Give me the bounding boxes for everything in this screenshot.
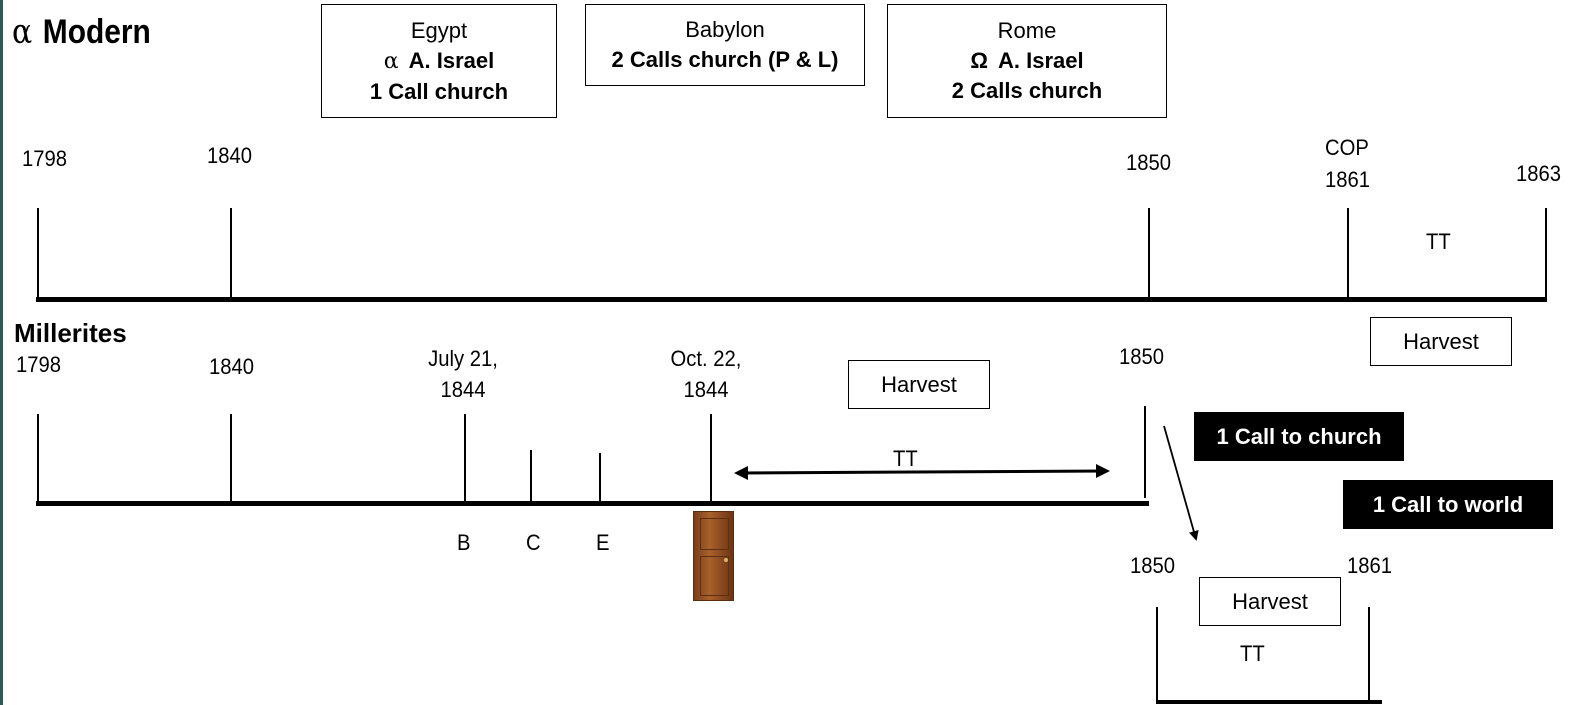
mill-label-1840: 1840	[209, 354, 255, 379]
diagonal-arrow	[1163, 425, 1199, 541]
mill-tick-oct	[710, 414, 712, 506]
babylon-box: Babylon 2 Calls church (P & L)	[585, 4, 865, 86]
call-to-church-box: 1 Call to church	[1194, 412, 1404, 461]
door-knob	[724, 558, 728, 562]
top-timeline-axis	[36, 297, 1547, 302]
tt-arrowhead-right	[1096, 464, 1110, 478]
br-tick-1850	[1156, 607, 1158, 702]
babylon-title: Babylon	[685, 17, 765, 42]
mill-label-1798: 1798	[16, 352, 62, 377]
br-timeline-axis	[1156, 700, 1382, 704]
top-label-1840: 1840	[207, 143, 253, 168]
rome-israel-text: A. Israel	[998, 48, 1084, 73]
door-panel-upper	[700, 518, 729, 550]
alpha-symbol: α	[12, 12, 33, 52]
mill-tick-e	[599, 453, 601, 506]
top-tick-1840	[230, 208, 232, 300]
mill-label-c: C	[526, 530, 541, 555]
mill-label-july-line2: 1844	[440, 377, 486, 402]
mill-tick-july	[464, 414, 466, 506]
door-icon	[693, 511, 734, 601]
br-label-tt: TT	[1240, 641, 1265, 666]
top-label-1798: 1798	[22, 146, 68, 171]
top-label-1861: 1861	[1325, 167, 1371, 192]
mill-label-1850: 1850	[1119, 344, 1165, 369]
top-tick-1850	[1148, 208, 1150, 300]
top-label-1863: 1863	[1516, 161, 1562, 186]
millerites-timeline-axis	[36, 501, 1149, 506]
mill-label-e: E	[596, 530, 610, 555]
mill-label-july-line1: July 21,	[428, 346, 498, 371]
br-label-1861: 1861	[1347, 553, 1393, 578]
rome-israel-line: Ω A. Israel	[888, 46, 1166, 76]
br-label-1850: 1850	[1130, 553, 1176, 578]
mill-label-tt: TT	[893, 446, 918, 471]
top-label-tt: TT	[1426, 229, 1451, 254]
rome-call-line: 2 Calls church	[951, 78, 1103, 103]
door-panel-lower	[700, 556, 729, 596]
br-harvest-box: Harvest	[1199, 577, 1341, 626]
mill-harvest-box: Harvest	[848, 360, 990, 409]
egypt-call-line: 1 Call church	[369, 78, 509, 104]
egypt-title: Egypt	[410, 17, 468, 43]
rome-title: Rome	[997, 18, 1057, 43]
left-edge-bar	[0, 0, 3, 705]
egypt-israel-text: A. Israel	[408, 47, 495, 73]
tt-double-arrow	[739, 469, 1107, 475]
mill-tick-1840	[230, 414, 232, 506]
mill-label-oct-line2: 1844	[683, 377, 729, 402]
top-label-cop: COP	[1325, 135, 1369, 160]
top-tick-1798	[37, 208, 39, 300]
millerites-title: Millerites	[14, 318, 127, 348]
mill-tick-1798	[37, 414, 39, 506]
mill-tick-c	[530, 450, 532, 506]
tt-arrowhead-left	[734, 466, 748, 480]
top-tick-1863	[1545, 208, 1547, 300]
rome-box: Rome Ω A. Israel 2 Calls church	[887, 4, 1167, 118]
babylon-calls-line: 2 Calls church (P & L)	[611, 47, 839, 72]
br-tick-1861	[1368, 607, 1370, 702]
heading-text: Modern	[42, 13, 151, 51]
egypt-alpha-symbol: α	[383, 48, 399, 74]
right-harvest-box: Harvest	[1370, 317, 1512, 366]
mill-label-oct-line1: Oct. 22,	[670, 346, 742, 371]
egypt-box: Egypt α A. Israel 1 Call church	[321, 4, 557, 118]
top-tick-1861	[1347, 208, 1349, 300]
mill-label-b: B	[457, 530, 471, 555]
mill-tick-1850	[1144, 406, 1146, 498]
top-label-1850: 1850	[1126, 150, 1172, 175]
call-to-world-box: 1 Call to world	[1343, 480, 1553, 529]
rome-omega-symbol: Ω	[970, 48, 989, 73]
egypt-israel-line: α A. Israel	[322, 46, 556, 77]
